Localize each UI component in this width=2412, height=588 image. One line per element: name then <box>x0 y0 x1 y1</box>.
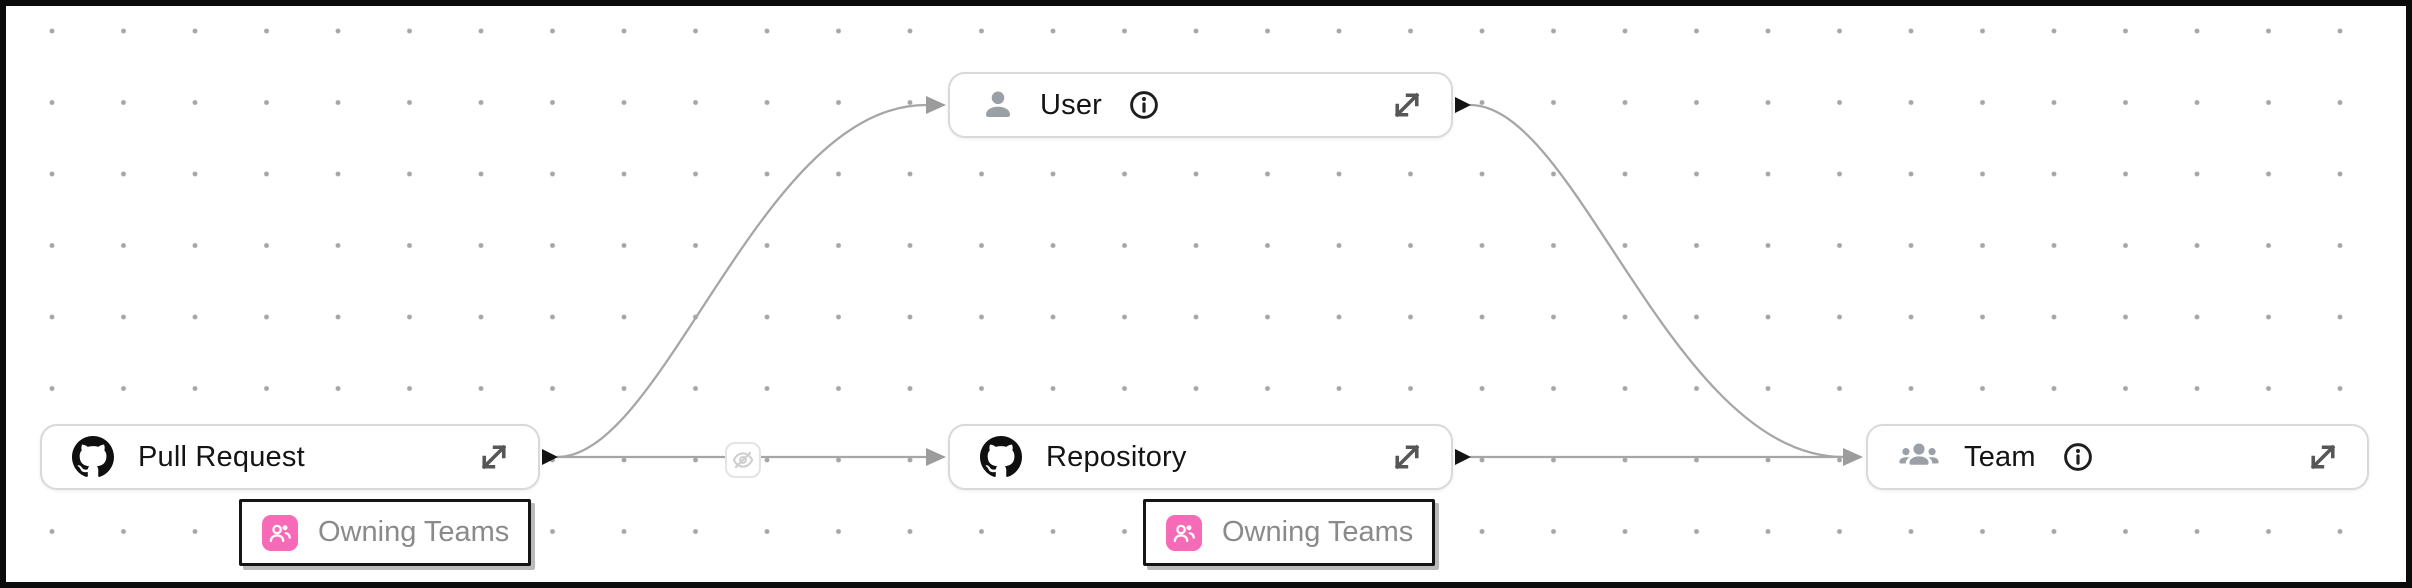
owning-teams-icon <box>262 514 298 551</box>
info-button[interactable] <box>2062 441 2094 473</box>
expand-icon <box>1394 92 1420 118</box>
github-icon <box>980 436 1022 477</box>
node-team[interactable]: Team <box>1866 424 2369 490</box>
arrowhead-into-team <box>1843 448 1863 466</box>
edge-label-text: Owning Teams <box>1222 516 1414 548</box>
edge-label-owning-teams-pull-request[interactable]: Owning Teams <box>239 499 531 566</box>
expand-icon <box>1394 444 1420 470</box>
node-user[interactable]: User <box>948 72 1453 138</box>
node-label: User <box>1040 88 1103 121</box>
expand-icon <box>2310 444 2336 470</box>
edge-label-owning-teams-repository[interactable]: Owning Teams <box>1143 499 1435 566</box>
expand-button[interactable] <box>476 439 512 475</box>
edge-label-text: Owning Teams <box>318 516 510 548</box>
arrowhead-into-repository <box>926 448 946 466</box>
info-button[interactable] <box>1128 89 1160 121</box>
expand-button[interactable] <box>1389 439 1425 475</box>
source-handle-pull-request[interactable] <box>542 449 558 465</box>
info-icon <box>2063 443 2092 471</box>
node-label: Repository <box>1046 440 1187 473</box>
source-handle-user[interactable] <box>1455 97 1471 113</box>
node-label: Pull Request <box>138 440 305 473</box>
node-pull-request[interactable]: Pull Request <box>40 424 540 490</box>
expand-button[interactable] <box>2305 439 2341 475</box>
node-label: Team <box>1964 440 2036 473</box>
source-handle-repository[interactable] <box>1455 449 1471 465</box>
edge-pull-request-to-user[interactable] <box>556 103 927 459</box>
edge-user-to-team[interactable] <box>1469 103 1845 459</box>
expand-icon <box>481 444 507 470</box>
github-icon <box>72 436 114 477</box>
owning-teams-icon <box>1166 514 1202 551</box>
team-icon <box>1899 443 1939 465</box>
arrowhead-into-user <box>926 96 946 114</box>
user-icon <box>986 91 1010 117</box>
edge-visibility-badge[interactable] <box>725 442 761 478</box>
info-icon <box>1130 91 1158 119</box>
expand-button[interactable] <box>1389 87 1425 123</box>
visibility-off-icon <box>732 451 754 469</box>
node-repository[interactable]: Repository <box>948 424 1453 490</box>
